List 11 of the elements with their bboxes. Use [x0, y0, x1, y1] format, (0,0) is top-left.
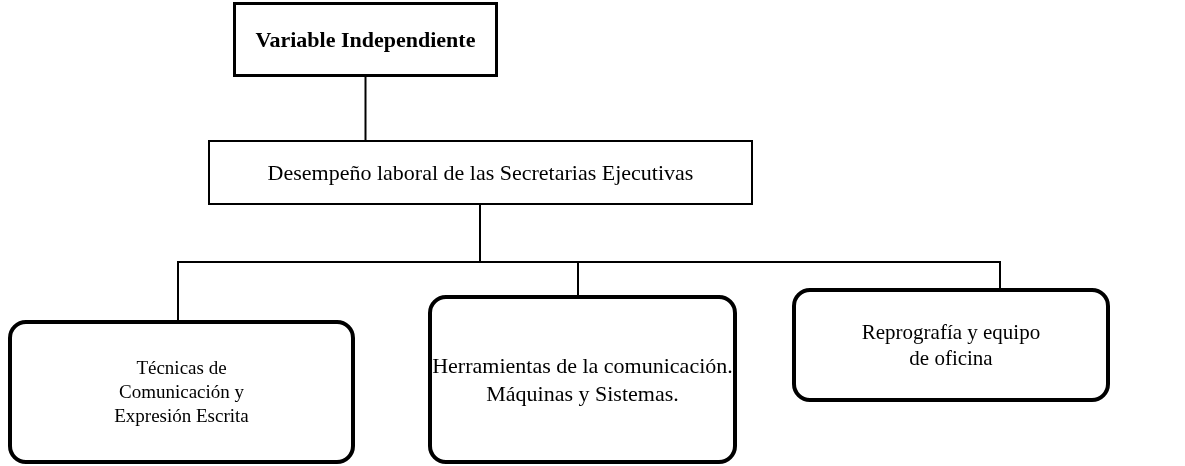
box-label: Técnicas de Comunicación y Expresión Escrita [113, 356, 250, 428]
title-box [233, 2, 498, 77]
box-label: Reprografía y equipo de oficina [860, 318, 1042, 372]
box-label: Herramientas de la comunicación. Máquinas y Sistemas. [432, 352, 733, 407]
connector-line [364, 76, 367, 141]
box-label: Variable Independiente [255, 25, 476, 54]
rounded-box [792, 288, 1110, 402]
rounded-box [8, 320, 355, 464]
box-label: Desempeño laboral de las Secretarias Ejecutivas [267, 158, 694, 187]
rounded-box [428, 295, 737, 464]
title-box [208, 140, 753, 205]
